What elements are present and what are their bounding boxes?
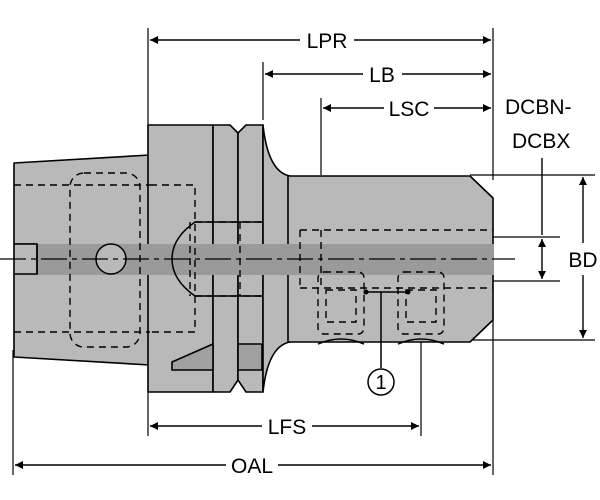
lb-label: LB <box>369 64 395 87</box>
dcbn-label: DCBN- <box>505 96 572 119</box>
extension-lines <box>12 28 595 475</box>
callout-number: 1 <box>375 372 386 394</box>
dimensions: LPR LB LSC DCBN- DCBX BD LFS OAL <box>15 30 598 478</box>
oal-label: OAL <box>231 455 273 478</box>
key-slot-right <box>237 343 263 371</box>
callout-circle <box>367 368 395 396</box>
lsc-label: LSC <box>389 98 430 121</box>
callout-1: 1 <box>363 289 411 396</box>
key-slot <box>171 343 214 371</box>
lfs-label: LFS <box>268 416 307 439</box>
dcbx-label: DCBX <box>512 130 570 153</box>
setscrew-details <box>317 289 445 345</box>
lpr-label: LPR <box>307 30 348 53</box>
bd-label: BD <box>568 249 597 272</box>
